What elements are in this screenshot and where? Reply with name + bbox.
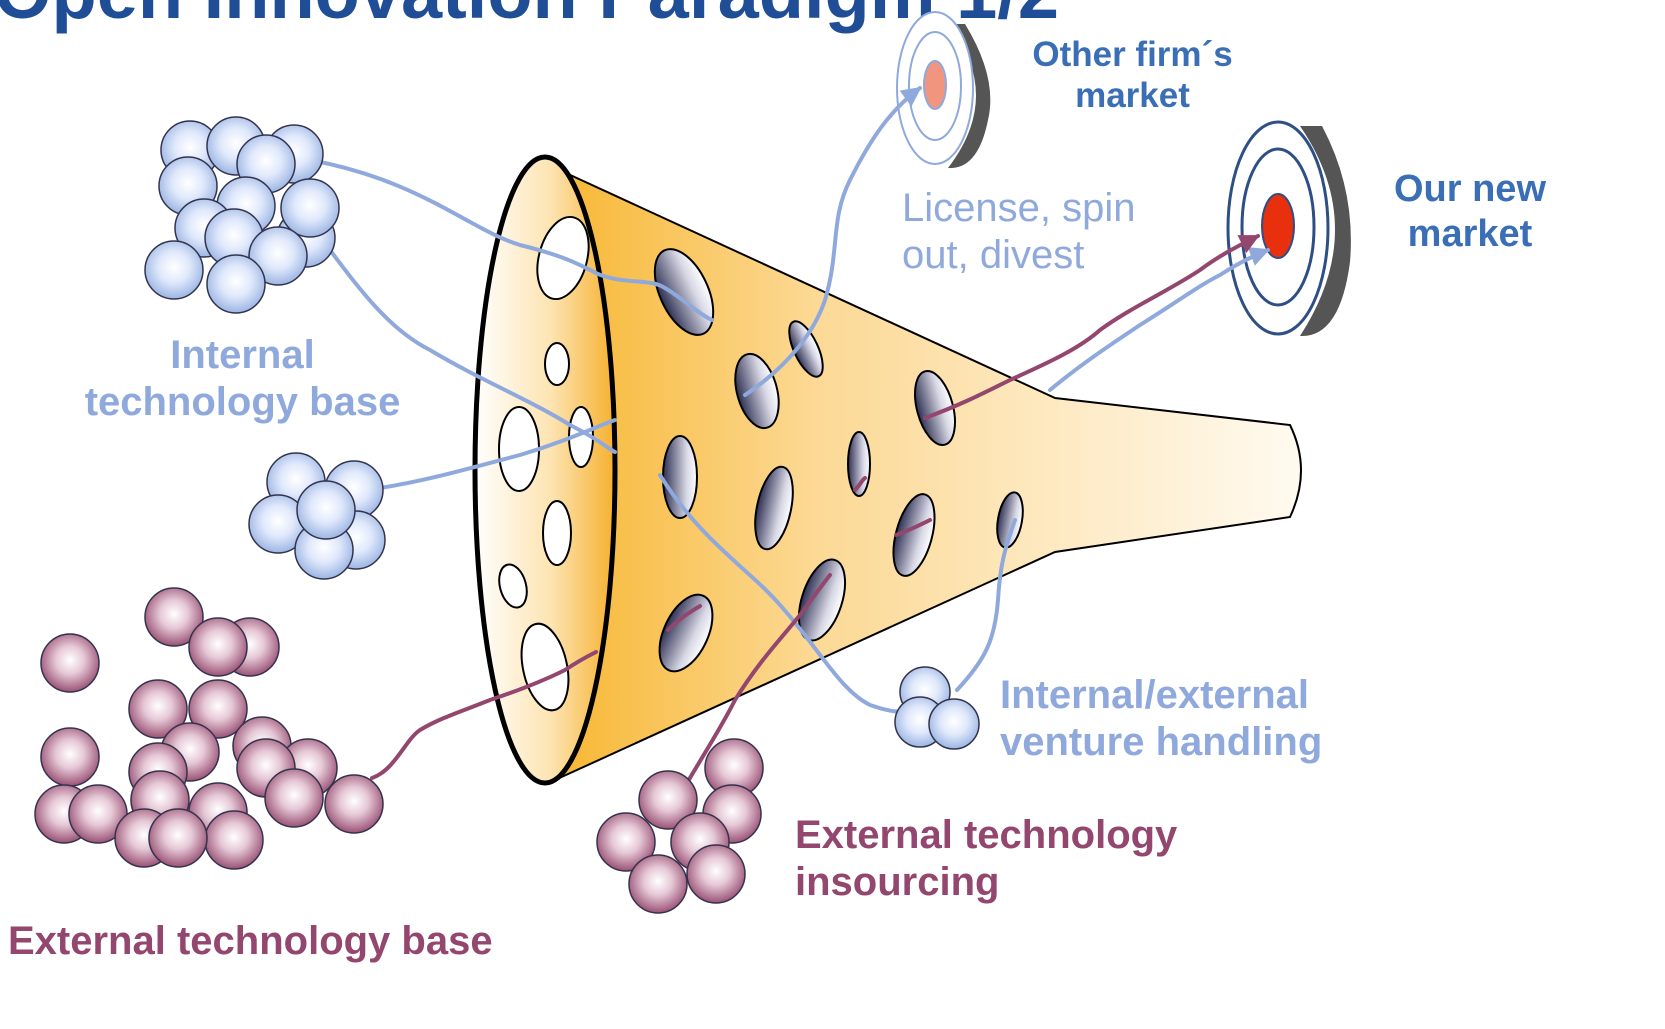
mouth-holes xyxy=(498,215,594,712)
internal-flow-lines xyxy=(308,86,1270,714)
label-line: Internal/external xyxy=(1000,673,1310,717)
label-line: technology base xyxy=(84,380,401,425)
label-line: External technology xyxy=(795,813,1178,857)
sphere-icon xyxy=(628,854,688,914)
label-license-spin-out: License, spin out, divest xyxy=(902,185,1202,279)
label-line: insourcing xyxy=(795,860,1000,905)
label-line: market xyxy=(1407,212,1533,255)
sphere-icon xyxy=(40,727,100,787)
insourcing-spheres xyxy=(596,738,764,914)
external-technology-spheres xyxy=(34,587,384,870)
label-line: venture handling xyxy=(1000,720,1323,765)
sphere-icon xyxy=(324,774,384,834)
sphere-icon xyxy=(188,617,248,677)
sphere-icon xyxy=(596,812,656,872)
sphere-icon xyxy=(638,770,698,830)
slide-title: Open Innovation Paradigm 1/2 xyxy=(0,0,1059,34)
label-other-firms-market: Other firm´s market xyxy=(1010,34,1255,117)
label-line: License, spin xyxy=(902,186,1136,230)
label-venture-handling: Internal/external venture handling xyxy=(1000,672,1400,766)
sphere-icon xyxy=(280,178,340,238)
label-our-new-market: Our new market xyxy=(1375,167,1565,257)
label-line: Our new xyxy=(1393,168,1547,210)
sphere-icon xyxy=(128,679,188,739)
label-line: Internal xyxy=(170,333,315,377)
label-external-technology-base: External technology base xyxy=(8,919,493,963)
sphere-icon xyxy=(686,844,746,904)
internal-technology-spheres xyxy=(144,116,340,314)
external-flow-lines xyxy=(370,234,1260,797)
sphere-icon xyxy=(144,587,204,647)
label-line: Other firm´s xyxy=(1032,35,1233,74)
sphere-icon xyxy=(264,768,324,828)
sphere-icon xyxy=(40,633,100,693)
label-external-insourcing: External technology insourcing xyxy=(795,812,1255,906)
sphere-icon xyxy=(928,698,980,750)
sphere-icon xyxy=(204,810,264,870)
sphere-icon xyxy=(188,679,248,739)
target-icon xyxy=(1226,120,1351,337)
label-internal-technology-base: Internal technology base xyxy=(50,332,435,426)
funnel-icon xyxy=(472,154,1302,786)
sphere-icon xyxy=(148,808,208,868)
target-icon xyxy=(896,11,991,169)
sphere-icon xyxy=(206,254,266,314)
venture-spheres xyxy=(894,666,980,750)
label-line: out, divest xyxy=(902,233,1085,278)
sphere-icon xyxy=(144,240,204,300)
sphere-icon xyxy=(296,480,356,540)
internal-technology-spheres-small xyxy=(248,452,386,580)
sphere-icon xyxy=(248,226,308,286)
label-line: market xyxy=(1075,76,1190,116)
